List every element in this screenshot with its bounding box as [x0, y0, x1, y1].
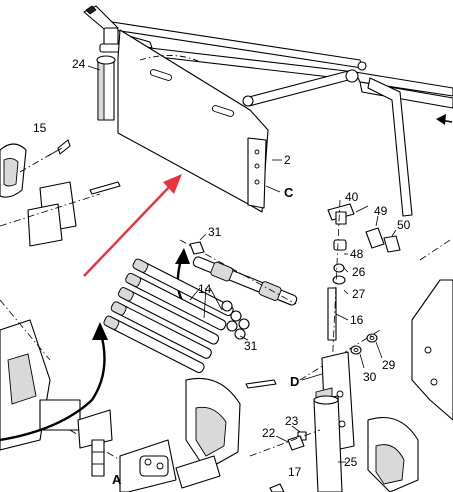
mount-bracket-d — [301, 351, 355, 492]
fittings-right — [327, 199, 401, 371]
curved-arrow-left — [0, 322, 108, 442]
rods-14 — [103, 239, 298, 374]
callout-24: 24 — [72, 57, 86, 71]
callout-49: 49 — [374, 204, 388, 218]
callout-26: 26 — [352, 265, 366, 279]
callout-16: 16 — [350, 313, 364, 327]
callout-22: 22 — [262, 426, 276, 440]
callout-labels: 24 15 2 C 40 49 50 48 26 27 16 29 30 D 3… — [33, 57, 411, 487]
washers-29-30 — [299, 329, 383, 381]
callout-D: D — [290, 374, 299, 389]
left-parts — [0, 139, 121, 247]
small-arrow-right — [436, 114, 453, 125]
callout-C: C — [284, 185, 294, 200]
callout-17: 17 — [288, 465, 302, 479]
boom-frame — [111, 21, 453, 217]
callout-15: 15 — [33, 121, 47, 135]
callout-27: 27 — [352, 287, 366, 301]
callout-31-top: 31 — [208, 225, 222, 239]
callout-48: 48 — [350, 247, 364, 261]
callout-31-bottom: 31 — [244, 339, 258, 353]
red-direction-arrow — [83, 174, 182, 277]
plate-2 — [117, 29, 282, 213]
callout-29: 29 — [382, 358, 396, 372]
callout-23: 23 — [285, 414, 299, 428]
gearbox-bottom-left — [0, 299, 113, 477]
frame-right-edge — [411, 239, 453, 421]
rotor-guard-center — [185, 377, 277, 471]
bolts-22-23-17 — [249, 425, 321, 492]
cylinder-24 — [87, 55, 116, 121]
callout-A: A — [112, 472, 122, 487]
nuts-31 — [189, 233, 250, 341]
callout-40: 40 — [345, 190, 359, 204]
callout-25: 25 — [344, 455, 358, 469]
rotor-guard-right — [367, 416, 419, 492]
callout-50: 50 — [397, 218, 411, 232]
callout-30: 30 — [363, 370, 377, 384]
callout-2: 2 — [284, 153, 291, 167]
rotor-shaft — [69, 429, 221, 492]
callout-14: 14 — [198, 282, 212, 296]
